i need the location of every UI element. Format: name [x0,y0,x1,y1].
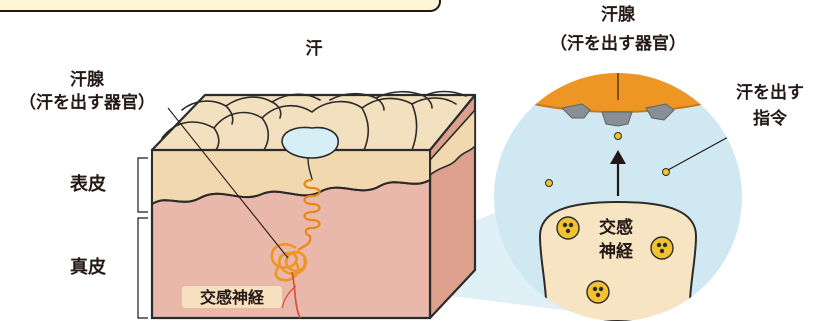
label-gland-left-line1: 汗腺 [70,69,105,90]
neurotransmitters [545,132,670,187]
cropped-callout-box [0,0,441,12]
label-gland-right-line1: 汗腺 [601,4,636,25]
sweat-drop [281,126,339,159]
skin-surface [150,93,477,152]
labels: 汗 汗腺 （汗を出す器官） 表皮 真皮 交感神経 汗腺 （汗を出す器官） 汗を出… [19,4,804,308]
receptors [560,103,675,127]
gland-leader-line [167,107,289,259]
sympathetic-nerve-left [291,271,301,319]
label-nerve-left-bg [182,286,282,308]
sweat-gland-coil [270,243,308,282]
skin-block [150,90,477,320]
label-dermis: 真皮 [70,256,106,278]
vesicle-dots [562,222,668,298]
label-nerve-right-line1: 交感 [599,217,633,238]
label-command-line2: 指令 [753,108,788,129]
layer-brackets [137,157,148,319]
label-nerve-left: 交感神経 [200,288,265,307]
vesicles [556,216,674,304]
label-gland-left-line2: （汗を出す器官） [19,92,155,113]
sweat-duct [297,178,321,251]
label-epidermis: 表皮 [70,173,106,195]
signal-arrow-icon [610,150,626,196]
label-gland-right-line2: （汗を出す器官） [550,33,686,54]
label-nerve-right-line2: 神経 [599,241,634,262]
label-sweat: 汗 [306,38,323,59]
label-command-line1: 汗を出す [736,82,804,103]
